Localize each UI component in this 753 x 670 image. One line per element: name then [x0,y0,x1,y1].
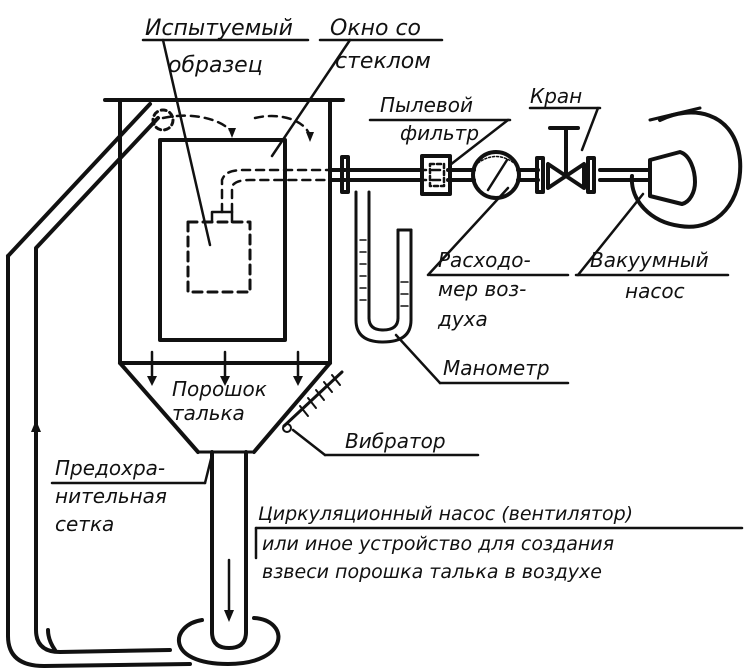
settling-arrows [147,350,303,386]
label-vibrator: Вибратор [345,429,446,453]
label-flowmeter-line1: Расходо- [438,248,531,272]
return-duct [6,102,281,668]
label-pump-line1: Вакуумный [590,248,709,272]
label-manometer: Манометр [443,356,550,380]
label-sample-line2: образец [168,53,263,78]
label-sample-line1: Испытуемый [145,16,293,41]
duct-loop [151,108,175,132]
valve-icon [535,126,596,194]
leader-lines [50,38,744,560]
label-valve: Кран [530,84,582,108]
label-window-line2: стеклом [335,49,431,74]
label-mesh-line3: сетка [55,512,114,536]
manometer-u-tube-icon [354,190,413,344]
dust-filter-icon [420,154,452,196]
label-circulation-line3: взвеси порошка талька в воздухе [262,561,602,583]
label-flowmeter-line2: мер воз- [438,277,526,301]
vacuum-pump-icon [629,106,743,229]
labels: Испытуемый образец Окно со стеклом Пылев… [55,16,709,583]
label-flowmeter-line3: духа [437,307,488,331]
label-talc-line1: Порошок [172,377,267,401]
label-talc-line2: талька [172,401,245,425]
flowmeter-dial-icon [471,150,521,200]
chamber [103,98,345,454]
circulation-arrows [31,420,234,622]
glass-window [158,138,287,342]
label-circulation-line1: Циркуляционный насос (вентилятор) [258,503,633,525]
vibrator [282,370,344,433]
internal-arrows [228,128,314,142]
label-filter-line1: Пылевой [380,93,473,117]
label-window-line1: Окно со [330,16,421,41]
suction-pipe [328,155,652,194]
label-pump-line2: насос [625,279,685,303]
label-circulation-line2: или иное устройство для создания [262,533,614,555]
label-mesh-line1: Предохра- [55,456,165,480]
test-sample [186,220,252,294]
label-filter-line2: фильтр [400,121,479,145]
label-mesh-line2: нительная [55,484,167,508]
